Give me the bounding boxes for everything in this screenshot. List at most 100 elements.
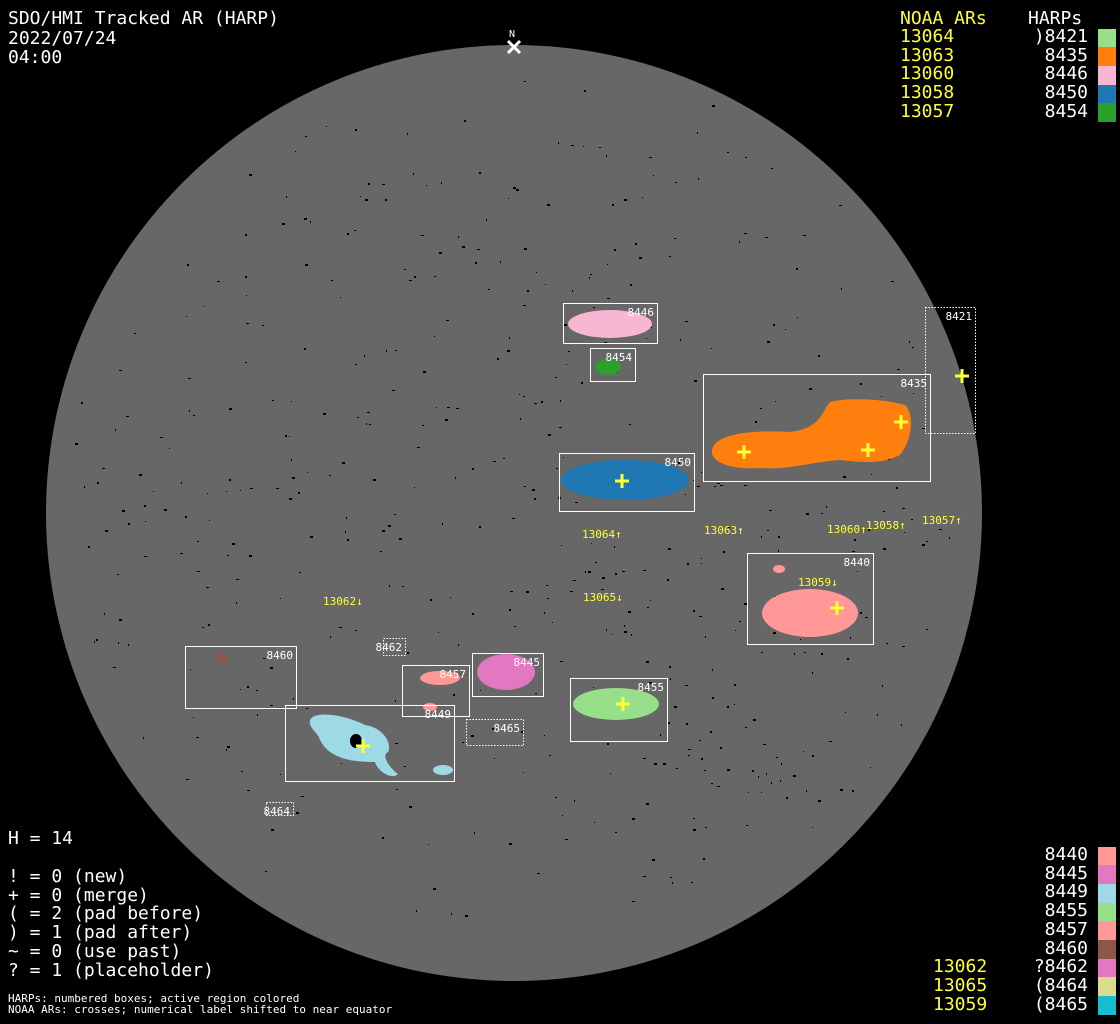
north-label: N <box>509 29 515 40</box>
legend-color-swatch <box>1098 47 1116 67</box>
legend-noaa: 13059 <box>933 993 988 1015</box>
stat-line: ? = 1 (placeholder) <box>8 959 214 981</box>
harp-box[interactable] <box>703 374 931 482</box>
magnetogram-specks <box>75 81 950 917</box>
legend-harp: 8446 <box>1044 63 1088 85</box>
harp-heading: HARPs <box>1028 8 1083 29</box>
legend-harp: 8460 <box>1044 937 1088 959</box>
sun-disk <box>46 45 982 981</box>
harp-box[interactable] <box>559 453 695 512</box>
harp-box[interactable] <box>266 802 294 816</box>
harp-box-label: 8445 <box>514 656 541 669</box>
harp-box-label: 8464 <box>264 805 291 818</box>
harp-box[interactable] <box>285 705 455 782</box>
noaa-cross-icon <box>894 415 908 429</box>
title: SDO/HMI Tracked AR (HARP) <box>8 8 279 29</box>
harp-box-label: 8449 <box>425 708 452 721</box>
stat-line: ~ = 0 (use past) <box>8 940 182 962</box>
legend-harp: 8454 <box>1044 100 1088 122</box>
harp-box[interactable] <box>570 678 668 742</box>
legend-harp: )8421 <box>1033 26 1088 47</box>
harp-box[interactable] <box>747 553 874 645</box>
noaa-cross-icon <box>861 443 875 457</box>
harp-box[interactable] <box>925 307 976 434</box>
noaa-label: 13064↑ <box>582 528 622 541</box>
region-8440 <box>762 589 858 637</box>
legend-harp: 8457 <box>1044 918 1088 940</box>
harp-box-label: 8421 <box>946 310 973 323</box>
legend-noaa: 13063 <box>900 44 955 66</box>
region-8440-small <box>773 565 785 573</box>
legend-noaa: 13064 <box>900 26 955 47</box>
noaa-cross-icon <box>616 697 630 711</box>
noaa-cross-icon <box>356 739 370 753</box>
stat-line: ) = 1 (pad after) <box>8 922 193 944</box>
noaa-label: 13065↓ <box>583 591 623 604</box>
harp-box-label: 8465 <box>494 722 521 735</box>
noaa-label: 13058↑ <box>866 519 906 532</box>
harp-count: H = 14 <box>8 828 74 849</box>
harp-box-label: 8435 <box>901 377 928 390</box>
legend-color-swatch <box>1098 940 1116 959</box>
legend-color-swatch <box>1098 84 1116 104</box>
stat-line: ( = 2 (pad before) <box>8 903 204 925</box>
legend-color-swatch <box>1098 958 1116 978</box>
legend-noaa: 13062 <box>933 956 988 978</box>
harp-box[interactable] <box>590 348 636 382</box>
legend-harp: 8449 <box>1044 881 1088 903</box>
legend-noaa: 13065 <box>933 974 988 996</box>
legend-noaa: 13060 <box>900 63 955 85</box>
legend-harp: (8464 <box>1033 974 1088 996</box>
legend-noaa: 13058 <box>900 82 955 104</box>
legend-color-swatch <box>1098 28 1116 48</box>
legend-harp: 8455 <box>1044 900 1088 922</box>
region-8446 <box>568 310 652 338</box>
legend-harp: (8465 <box>1033 993 1088 1015</box>
active-regions <box>215 310 912 777</box>
legend-harp: 8440 <box>1044 844 1088 865</box>
harp-box-label: 8446 <box>628 306 655 319</box>
noaa-label: 13059↓ <box>798 576 838 589</box>
footnote-noaa: NOAA ARs: crosses; numerical label shift… <box>8 1003 393 1016</box>
legend-color-swatch <box>1098 921 1116 941</box>
legend-color-swatch <box>1098 65 1116 85</box>
legend-color-swatch <box>1098 865 1116 885</box>
legend-color-swatch <box>1098 996 1116 1016</box>
legend-harp: 8450 <box>1044 82 1088 104</box>
stat-line: + = 0 (merge) <box>8 884 149 906</box>
legend-harp: 8435 <box>1044 44 1088 66</box>
north-marker-icon <box>506 39 522 55</box>
region-8445 <box>477 654 535 690</box>
region-8460 <box>215 653 229 663</box>
legend-harp: ?8462 <box>1033 956 1088 978</box>
noaa-label: 13062↓ <box>323 595 363 608</box>
harp-box[interactable] <box>383 638 406 656</box>
harp-box[interactable] <box>185 646 297 709</box>
harp-box-label: 8450 <box>665 456 692 469</box>
harp-box-label: 8457 <box>440 668 467 681</box>
time: 04:00 <box>8 47 63 68</box>
harp-box[interactable] <box>472 653 544 697</box>
noaa-cross-icon <box>955 369 969 383</box>
harp-box-label: 8462 <box>376 641 403 654</box>
date: 2022/07/24 <box>8 28 117 49</box>
noaa-label: 13063↑ <box>704 524 744 537</box>
region-8449-small <box>433 765 453 775</box>
footnote-harps: HARPs: numbered boxes; active region col… <box>8 992 300 1005</box>
noaa-cross-icon <box>830 601 844 615</box>
noaa-label: 13060↑ <box>827 523 867 536</box>
legend-noaa: 13057 <box>900 100 955 122</box>
legend-color-swatch <box>1098 977 1116 997</box>
stat-line: ! = 0 (new) <box>8 866 128 887</box>
harp-box[interactable] <box>563 303 658 344</box>
legend-color-swatch <box>1098 103 1116 123</box>
harp-box[interactable] <box>466 719 524 746</box>
harp-box-label: 8460 <box>267 649 294 662</box>
harp-box-label: 8440 <box>844 556 871 569</box>
noaa-heading: NOAA ARs <box>900 8 987 29</box>
harp-box-label: 8454 <box>606 351 633 364</box>
noaa-cross-icon <box>615 474 629 488</box>
harp-box[interactable] <box>402 665 470 717</box>
legend-color-swatch <box>1098 846 1116 866</box>
